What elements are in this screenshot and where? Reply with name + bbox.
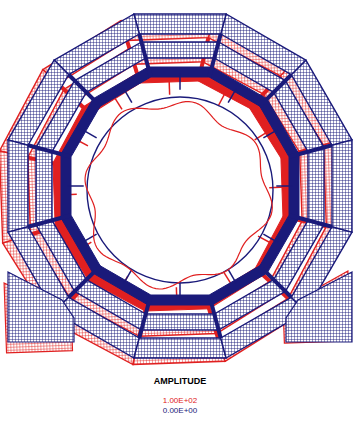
- strut: [124, 88, 132, 102]
- ring-segment: [61, 99, 100, 157]
- spoke: [260, 266, 291, 297]
- ring-segment: [260, 99, 299, 157]
- spoke: [139, 34, 151, 77]
- strut: [179, 282, 181, 299]
- amplitude-title: AMPLITUDE: [154, 376, 207, 386]
- strut: [82, 130, 96, 138]
- ring-segment: [209, 67, 267, 106]
- strut: [276, 185, 293, 187]
- spoke: [28, 215, 71, 227]
- spoke: [289, 215, 332, 227]
- strut: [179, 73, 181, 90]
- strut: [67, 185, 84, 187]
- deformed-bore: [85, 102, 272, 289]
- strut: [124, 269, 132, 283]
- strut: [263, 130, 277, 138]
- ring-segment: [141, 314, 218, 330]
- ring-segment: [36, 147, 52, 224]
- strut: [228, 88, 236, 102]
- support-foot: [8, 272, 74, 342]
- spoke: [69, 75, 100, 106]
- strut: [218, 91, 227, 106]
- spoke: [139, 295, 151, 338]
- spoke: [69, 266, 100, 297]
- support-foot: [286, 272, 352, 342]
- spoke: [209, 295, 221, 338]
- ring-segment: [141, 42, 218, 58]
- inner-bore: [87, 97, 273, 283]
- strut: [228, 269, 236, 283]
- spoke: [28, 145, 71, 157]
- ring-segment: [93, 266, 151, 305]
- scale-value: 0.00E+00: [163, 406, 197, 415]
- ring-segment: [308, 147, 324, 224]
- ring-segment: [134, 338, 226, 358]
- spoke: [289, 145, 332, 157]
- strut: [168, 78, 170, 95]
- undeformed-mesh: [8, 14, 352, 358]
- ring-segment: [332, 140, 352, 232]
- ring-segment: [93, 67, 151, 106]
- ring-segment: [134, 14, 226, 34]
- ring-segment: [209, 266, 267, 305]
- spoke: [209, 34, 221, 77]
- scale-value: 1.00E+02: [163, 396, 197, 405]
- spoke: [260, 75, 291, 106]
- strut: [263, 234, 277, 242]
- ring-segment: [8, 140, 28, 232]
